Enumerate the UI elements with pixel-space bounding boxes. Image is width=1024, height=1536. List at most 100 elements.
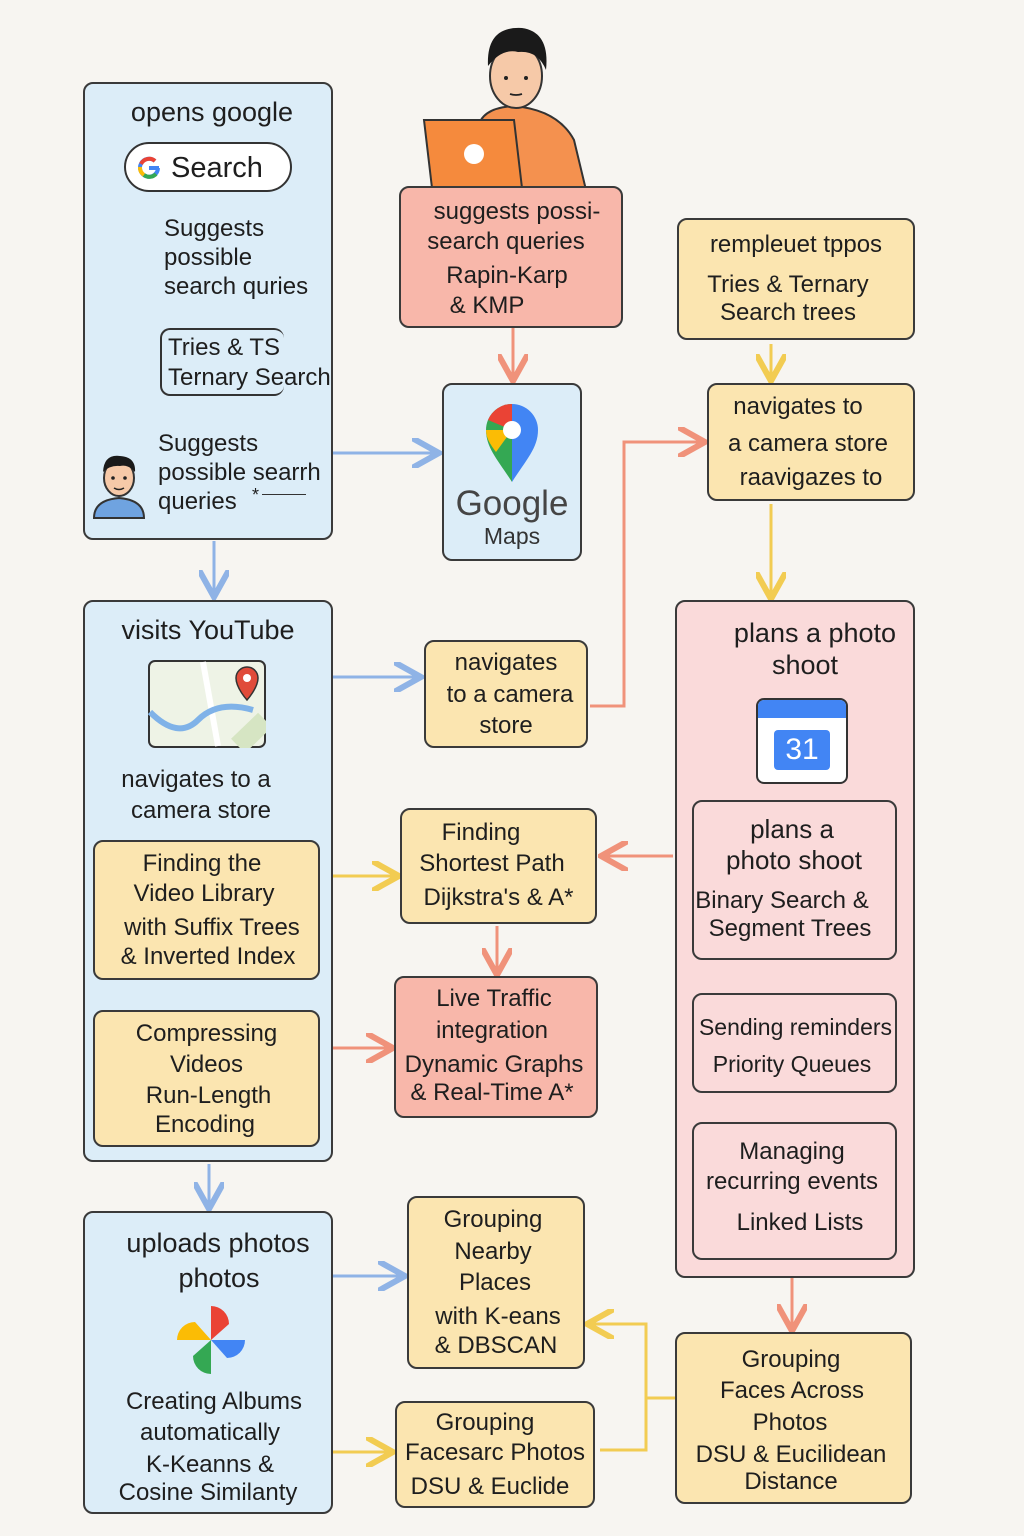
google-search-label: Search [171, 152, 263, 184]
recurring-line1: Managing [739, 1138, 845, 1165]
google-photos-pinwheel-icon [177, 1306, 245, 1374]
person-with-laptop-icon [422, 27, 588, 190]
compress-line4: Encoding [154, 1111, 256, 1138]
google-panel-title: opens google [130, 97, 294, 127]
faces-across-line1: Grouping [741, 1346, 841, 1373]
live-traffic-line2: integration [435, 1017, 549, 1044]
nearby-line3: Places [458, 1269, 532, 1296]
binary-search-box [692, 800, 897, 960]
binary-line4: Segment Trees [708, 915, 872, 942]
recurring-box [692, 1122, 897, 1260]
shortest-path-box [400, 808, 597, 924]
camera-store-box [424, 640, 588, 748]
albums-line3: K-Keanns & [145, 1451, 275, 1478]
rabin-karp-line4: & KMP [449, 292, 525, 319]
recurring-line2: recurring events [705, 1168, 879, 1195]
trie-box [160, 328, 284, 396]
camera-store-line1: navigates [454, 649, 558, 676]
camera-right-line2: a camera store [727, 430, 889, 457]
camera-store-line3: store [479, 712, 533, 739]
google-step2-line3: queries [158, 488, 237, 515]
trie-box-line1: Tries & TS [168, 334, 281, 361]
youtube-panel-title: visits YouTube [121, 615, 295, 645]
faces-across-line3: Photos [752, 1409, 828, 1436]
live-traffic-box [394, 976, 598, 1118]
recurring-line3: Linked Lists [736, 1209, 864, 1236]
reminders-box [692, 993, 897, 1093]
reminders-line2: Priority Queues [712, 1051, 872, 1077]
calendar-icon: 31 [756, 698, 848, 784]
faces-across-line2: Faces Across [719, 1377, 865, 1404]
google-maps-logo: Google [455, 484, 569, 523]
map-thumbnail-icon [148, 660, 266, 748]
binary-line1: plans a [750, 814, 834, 844]
faces-across-line4: DSU & Eucilidean [695, 1441, 887, 1468]
binary-line3: Binary Search & [695, 887, 869, 914]
live-traffic-line4: & Real-Time A* [410, 1079, 574, 1106]
youtube-nav-line1: navigates to a [121, 766, 271, 793]
compress-box [93, 1010, 320, 1147]
compress-line2: Videos [170, 1051, 243, 1078]
google-step1-line1: Suggests [164, 215, 265, 242]
google-maps-pin-icon [486, 404, 538, 482]
faces-small-box [395, 1401, 595, 1508]
shortest-path-line3: Dijkstra's & A* [423, 884, 574, 911]
camera-right-line3: raavigazes to [739, 464, 883, 491]
google-step1-line3: search quries [164, 273, 309, 300]
ternary-line1: rempleuet tppos [709, 231, 883, 258]
faces-across-box [675, 1332, 912, 1504]
nearby-places-box [407, 1196, 585, 1369]
photo-shoot-title-line1: plans a photo [733, 618, 897, 648]
ternary-line3: Search trees [719, 299, 857, 326]
youtube-nav-line2: camera store [130, 797, 272, 824]
live-traffic-line3: Dynamic Graphs [404, 1051, 584, 1078]
video-library-line1: Finding the [142, 850, 262, 877]
video-library-line4: & Inverted Index [120, 943, 296, 970]
google-step2-underline [262, 494, 306, 495]
trie-box-line2: Ternary Search [168, 364, 331, 391]
nearby-line1: Grouping [443, 1206, 543, 1233]
google-step1-line2: possible [164, 244, 253, 271]
shortest-path-line1: Finding [441, 819, 521, 846]
camera-store-right-box [707, 383, 915, 501]
faces-across-line5: Distance [744, 1468, 838, 1495]
rabin-karp-line2: search queries [427, 228, 585, 255]
nearby-line4: with K-eans [435, 1303, 561, 1330]
ternary-trees-box [677, 218, 915, 340]
video-library-box [93, 840, 320, 980]
calendar-day: 31 [785, 733, 819, 766]
camera-right-line1: navigates to [733, 393, 863, 420]
google-step2-line2: possible searrh [158, 459, 321, 486]
compress-line3: Run-Length [145, 1082, 272, 1109]
camera-store-line2: to a camera [446, 681, 574, 708]
ternary-line2: Tries & Ternary [707, 271, 869, 298]
compress-line1: Compressing [135, 1020, 278, 1047]
google-step2-line1: Suggests [158, 430, 259, 457]
albums-line1: Creating Albums [125, 1388, 303, 1415]
shortest-path-line2: Shortest Path [419, 850, 565, 877]
rabin-karp-box [399, 186, 623, 328]
nearby-line5: & DBSCAN [434, 1332, 558, 1359]
google-step2-star: * [252, 485, 260, 505]
photos-title-line2: photos [178, 1263, 260, 1293]
google-search-pill[interactable] [124, 142, 292, 192]
albums-line2: automatically [139, 1419, 281, 1446]
photos-title-line1: uploads photos [126, 1228, 310, 1258]
google-maps-sub: Maps [483, 523, 541, 549]
video-library-line2: Video Library [133, 880, 275, 907]
video-library-line3: with Suffix Trees [124, 914, 300, 941]
google-g-icon [138, 156, 160, 179]
nearby-line2: Nearby [454, 1238, 532, 1265]
person-avatar-icon [92, 455, 146, 519]
rabin-karp-line1: suggests possi- [433, 198, 601, 225]
albums-line4: Cosine Similanty [118, 1479, 298, 1506]
photo-shoot-title-line2: shoot [771, 650, 839, 680]
live-traffic-line1: Live Traffic [436, 985, 552, 1012]
binary-line2: photo shoot [726, 845, 862, 875]
calendar-day-tile [774, 730, 830, 770]
faces-small-line3: DSU & Euclide [410, 1473, 570, 1500]
reminders-line1: Sending reminders [698, 1014, 893, 1040]
faces-small-line1: Grouping [435, 1409, 535, 1436]
faces-small-line2: Facesarc Photos [404, 1439, 586, 1466]
rabin-karp-line3: Rapin-Karp [446, 262, 568, 289]
